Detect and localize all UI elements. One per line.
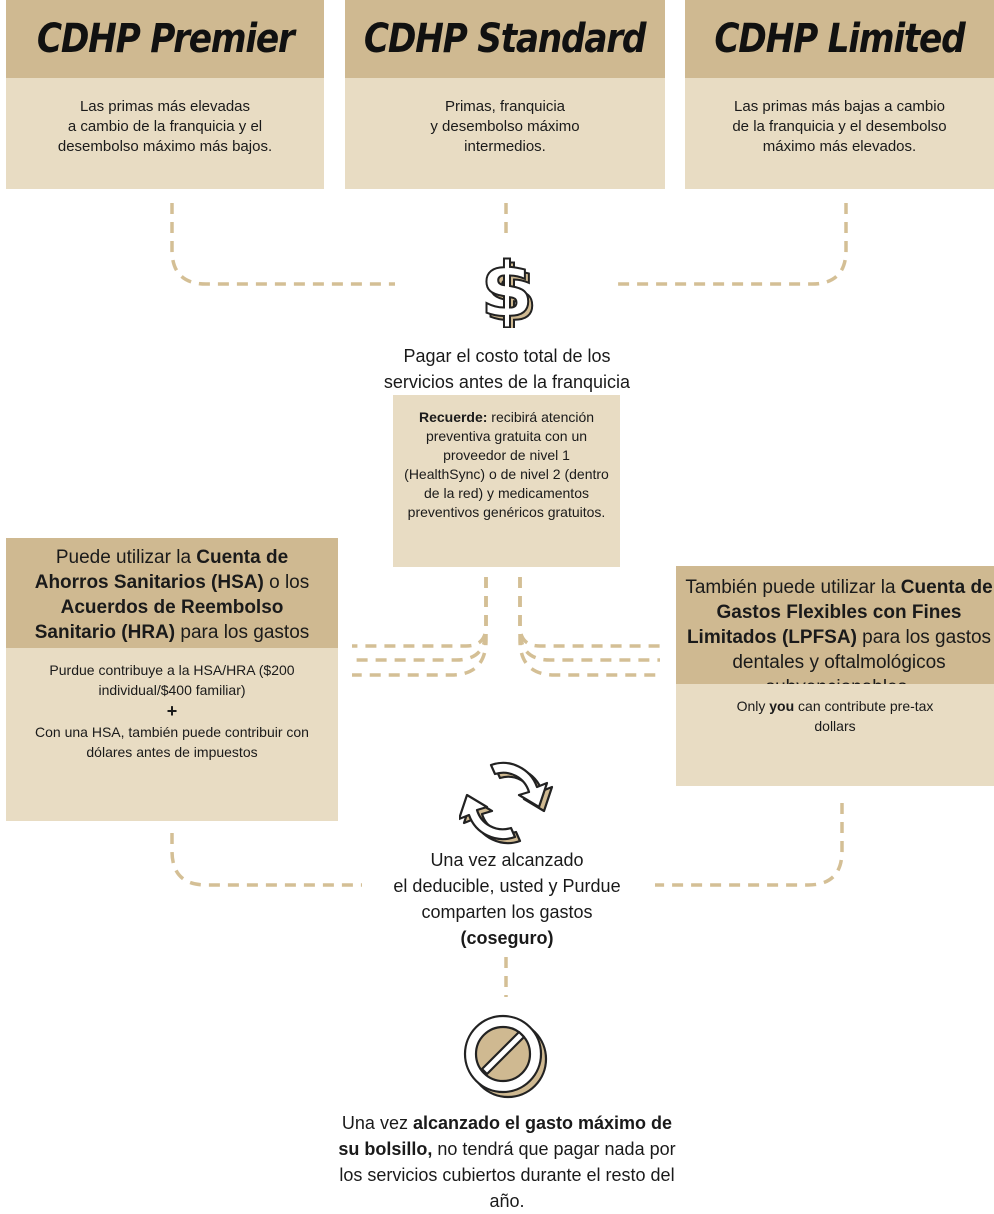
plan-description-premier: Las primas más elevadas a cambio de la f… — [6, 78, 324, 189]
plan-title: CDHP Standard — [364, 16, 647, 62]
lpfsa-text: También puede utilizar la — [685, 577, 901, 598]
lpfsa-body-text: Only — [736, 698, 770, 714]
reminder-text: recibirá atención preventiva gratuita co… — [404, 409, 609, 520]
hsa-text: Puede utilizar la — [55, 547, 197, 568]
hsa-header: Puede utilizar la Cuenta de Ahorros Sani… — [6, 538, 338, 668]
plan-header-standard: CDHP Standard — [345, 0, 665, 78]
plan-header-limited: CDHP Limited — [685, 0, 994, 78]
hsa-text: o los — [263, 572, 310, 593]
step-line: comparten los gastos — [421, 902, 593, 922]
svg-text:$: $ — [485, 250, 538, 328]
step-coinsurance: Una vez alcanzado el deducible, usted y … — [340, 847, 674, 951]
cycle-arrows-icon — [457, 757, 555, 849]
hra-account-name: Acuerdos de Reembolso Sanitario (HRA) — [34, 597, 284, 643]
hsa-pretax-text: Con una HSA, también puede contribuir co… — [35, 724, 309, 760]
plan-desc-line: y desembolso máximo — [430, 118, 580, 135]
plan-header-premier: CDHP Premier — [6, 0, 324, 78]
plan-description-limited: Las primas más bajas a cambio de la fran… — [685, 78, 994, 189]
step-text-bold: alcanzado el gasto máximo de su bolsillo… — [338, 1113, 673, 1159]
plan-title: CDHP Premier — [36, 16, 295, 62]
lpfsa-header: También puede utilizar la Cuenta de Gast… — [676, 566, 994, 698]
plus-icon: + — [166, 701, 178, 721]
step-line: servicios antes de la franquicia — [383, 372, 631, 392]
step-line: el deducible, usted y Purdue — [393, 876, 621, 896]
svg-text:$: $ — [481, 250, 534, 328]
lpfsa-details: Only you can contribute pre-tax dollars — [676, 684, 994, 786]
step-line-bold: (coseguro) — [460, 928, 554, 948]
lpfsa-body-emphasis: you — [769, 698, 795, 714]
plan-desc-line: Las primas más elevadas — [79, 98, 251, 115]
hsa-account-name: Cuenta de Ahorros Sanitarios (HSA) — [34, 547, 289, 593]
plan-desc-line: Primas, franquicia — [444, 98, 566, 115]
plan-desc-line: a cambio de la franquicia y el — [67, 118, 263, 135]
lpfsa-account-name: Cuenta de Gastos Flexibles con Fines Lim… — [686, 577, 993, 648]
hsa-contribution-text: Purdue contribuye a la HSA/HRA ($200 ind… — [49, 662, 295, 698]
plan-desc-line: de la franquicia y el desembolso — [732, 118, 947, 135]
step-pay-full-cost: Pagar el costo total de los servicios an… — [330, 343, 684, 395]
plan-desc-line: intermedios. — [464, 138, 546, 155]
reminder-lead: Recuerde: — [418, 409, 488, 425]
step-text: no tendrá que pagar nada por los servici… — [339, 1139, 676, 1211]
step-line: Pagar el costo total de los — [403, 346, 611, 366]
step-line: Una vez alcanzado — [430, 850, 584, 870]
plan-desc-line: Las primas más bajas a cambio — [734, 98, 945, 115]
plan-description-standard: Primas, franquicia y desembolso máximo i… — [345, 78, 665, 189]
step-out-of-pocket-max: Una vez alcanzado el gasto máximo de su … — [336, 1110, 678, 1214]
plan-title: CDHP Limited — [714, 16, 965, 62]
step-text: Una vez — [341, 1113, 413, 1133]
hsa-details: Purdue contribuye a la HSA/HRA ($200 ind… — [6, 648, 338, 821]
dollar-sign-icon: $ $ — [472, 244, 542, 339]
prohibited-icon — [457, 1013, 553, 1101]
lpfsa-text: para los gastos dentales y oftalmológico… — [732, 627, 992, 698]
plan-desc-line: máximo más elevados. — [762, 138, 917, 155]
plan-desc-line: desembolso máximo más bajos. — [57, 138, 273, 155]
reminder-note: Recuerde: recibirá atención preventiva g… — [393, 395, 620, 567]
lpfsa-body-text: can contribute pre-tax dollars — [794, 698, 934, 734]
